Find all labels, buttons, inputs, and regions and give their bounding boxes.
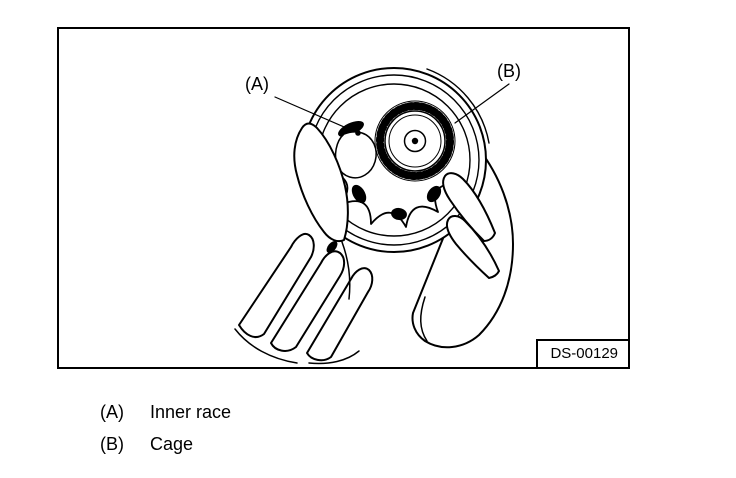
- legend-key-a: (A): [100, 401, 124, 422]
- callout-a-label: (A): [245, 74, 269, 94]
- cage-spline-gear: [374, 100, 456, 182]
- figure-legend: (A) Inner race (B) Cage: [100, 396, 231, 460]
- left-fingers: [234, 233, 374, 365]
- callout-a-dot: [355, 130, 361, 136]
- figure-code: DS-00129: [536, 339, 628, 367]
- callout-b-label: (B): [497, 61, 521, 81]
- thumb: [293, 122, 351, 300]
- callout-leaders: [274, 83, 510, 136]
- legend-item: (A) Inner race: [100, 396, 231, 428]
- cv-joint-hand-illustration: [234, 67, 514, 365]
- figure-box: (A) (B) DS-00129: [57, 27, 630, 369]
- legend-key-b: (B): [100, 433, 124, 454]
- legend-item: (B) Cage: [100, 428, 231, 460]
- cage-shadows: [326, 120, 442, 253]
- right-fingers: [442, 172, 500, 279]
- legend-label-b: Cage: [150, 433, 194, 454]
- legend-label-a: Inner race: [150, 401, 232, 422]
